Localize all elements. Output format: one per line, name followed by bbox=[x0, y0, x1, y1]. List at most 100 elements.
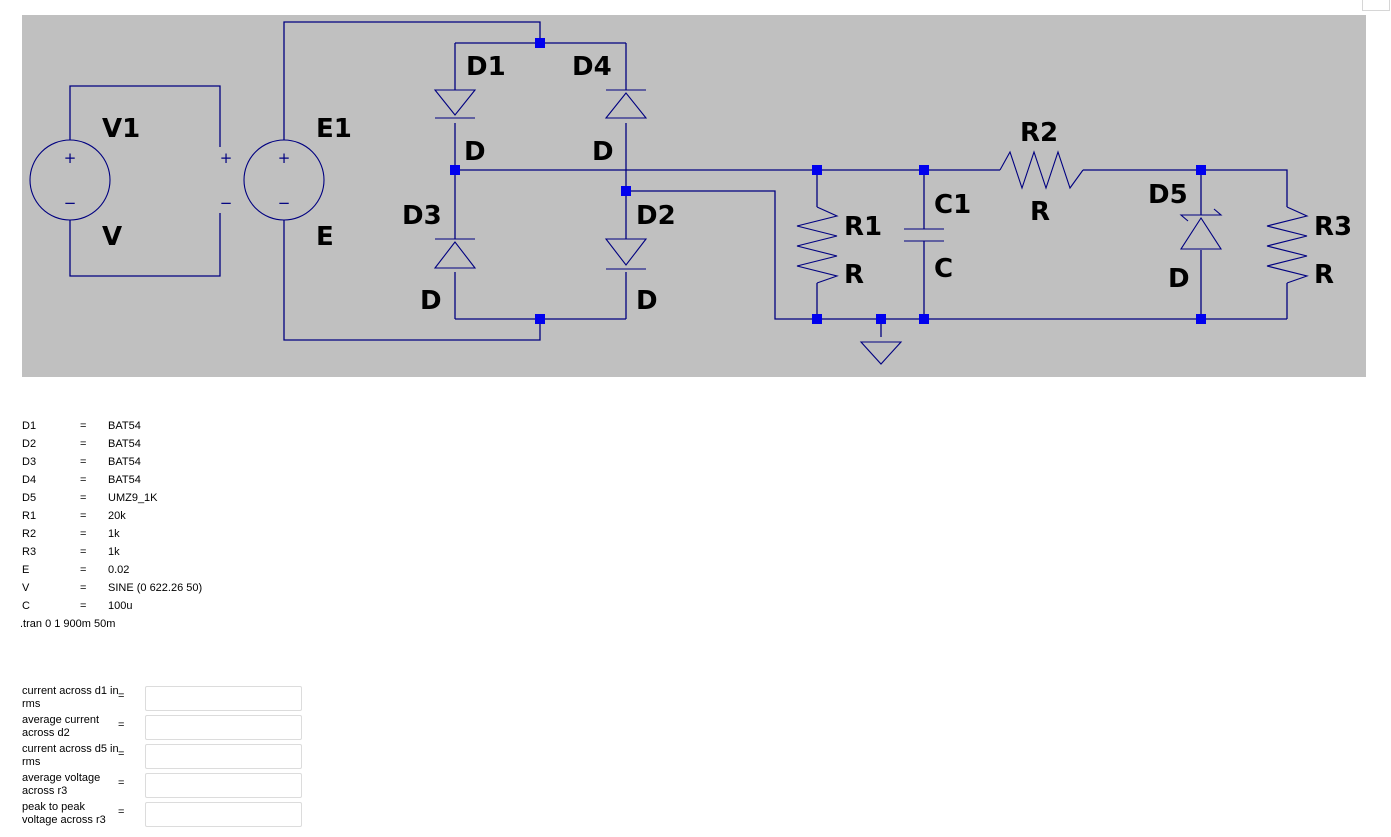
resistor-r2: R2 R bbox=[999, 118, 1084, 227]
capacitor-c1: C1 C bbox=[904, 190, 971, 284]
e1-type-label: E bbox=[316, 222, 334, 252]
question-row: peak to peak voltage across r3 = bbox=[22, 801, 312, 830]
answer-input[interactable] bbox=[145, 744, 302, 769]
parameter-equals: = bbox=[80, 492, 87, 504]
resistor-r3: R3 R bbox=[1266, 206, 1352, 290]
parameter-value: 100u bbox=[108, 600, 133, 612]
parameter-value: 20k bbox=[108, 510, 126, 522]
d1-type-label: D bbox=[464, 137, 486, 167]
question-label: average current across d2 bbox=[22, 714, 100, 739]
d2-label: D2 bbox=[636, 201, 676, 231]
parameter-equals: = bbox=[80, 600, 87, 612]
parameter-name: D4 bbox=[22, 474, 37, 486]
parameter-row: C = 100u bbox=[22, 597, 132, 615]
parameter-row: R2 = 1k bbox=[22, 525, 120, 543]
parameter-row: D3=BAT54 bbox=[22, 453, 141, 471]
c1-label: C1 bbox=[934, 190, 971, 220]
question-equals: = bbox=[118, 690, 125, 702]
v1-type-label: V bbox=[102, 222, 122, 252]
e1-ctrl-plus-sign: + bbox=[220, 149, 233, 167]
parameter-value: 1k bbox=[108, 546, 120, 558]
r2-label: R2 bbox=[1020, 118, 1058, 148]
parameter-equals: = bbox=[80, 438, 87, 450]
d1-label: D1 bbox=[466, 52, 506, 82]
schematic-background bbox=[22, 15, 1366, 377]
diode-d3: D3 D bbox=[402, 201, 477, 316]
parameter-row: D4 = BAT54 bbox=[22, 471, 141, 489]
v1-minus-sign: − bbox=[64, 194, 77, 212]
diode-d2: D2 D bbox=[604, 201, 676, 316]
question-label: average voltage across r3 bbox=[22, 772, 101, 797]
parameter-name: D5 bbox=[22, 492, 37, 504]
parameter-row: R1=20k bbox=[22, 507, 126, 525]
diode-d1: D1 D bbox=[433, 52, 506, 167]
window-corner-tab bbox=[1362, 0, 1390, 11]
d4-type-label: D bbox=[592, 137, 614, 167]
parameter-name: R1 bbox=[22, 510, 37, 522]
v1-label: V1 bbox=[102, 114, 140, 144]
parameter-row: D1=BAT54 bbox=[22, 417, 141, 435]
parameter-name: D2 bbox=[22, 438, 37, 450]
question-label: peak to peak voltage across r3 bbox=[22, 801, 106, 826]
e1-label: E1 bbox=[316, 114, 352, 144]
question-row: average current across d2 = bbox=[22, 714, 312, 743]
parameter-value: BAT54 bbox=[108, 420, 141, 432]
d3-label: D3 bbox=[402, 201, 442, 231]
parameter-equals: = bbox=[80, 564, 87, 576]
parameter-value: UMZ9_1K bbox=[108, 492, 158, 504]
d4-label: D4 bbox=[572, 52, 612, 82]
answer-input[interactable] bbox=[145, 715, 302, 740]
parameter-name: C bbox=[22, 600, 30, 612]
question-equals: = bbox=[118, 748, 125, 760]
r3-label: R3 bbox=[1314, 212, 1352, 242]
parameter-value: BAT54 bbox=[108, 438, 141, 450]
e1-ctrl-minus-sign: − bbox=[220, 194, 233, 212]
question-row: current across d1 in rms= bbox=[22, 685, 312, 714]
parameter-equals: = bbox=[80, 582, 87, 594]
parameter-equals: = bbox=[80, 474, 87, 486]
parameter-equals: = bbox=[80, 546, 87, 558]
question-label: current across d1 in rms bbox=[22, 685, 119, 710]
v1-source: + − V1 V bbox=[29, 114, 140, 252]
parameter-row: D5 = UMZ9_1K bbox=[22, 489, 158, 507]
resistor-r1: R1 R bbox=[796, 206, 882, 290]
e1-minus-sign: − bbox=[278, 194, 291, 212]
junction-nodes bbox=[450, 38, 1206, 324]
diode-d4: D4 D bbox=[572, 52, 648, 167]
e1-plus-sign: + bbox=[278, 149, 291, 167]
parameter-value: 0.02 bbox=[108, 564, 130, 576]
r2-type-label: R bbox=[1030, 197, 1050, 227]
parameter-row: E = 0.02 bbox=[22, 561, 129, 579]
question-equals: = bbox=[118, 806, 125, 818]
c1-type-label: C bbox=[934, 254, 953, 284]
parameter-value: SINE (0 622.26 50) bbox=[108, 582, 203, 594]
r1-label: R1 bbox=[844, 212, 882, 242]
parameter-name: R2 bbox=[22, 528, 37, 540]
d2-type-label: D bbox=[636, 286, 658, 316]
parameter-row: V = SINE (0 622.26 50) bbox=[22, 579, 202, 597]
parameter-name: R3 bbox=[22, 546, 37, 558]
parameter-name: V bbox=[22, 582, 30, 594]
r3-type-label: R bbox=[1314, 260, 1334, 290]
diode-d5: D5 D bbox=[1148, 180, 1223, 294]
d5-label: D5 bbox=[1148, 180, 1188, 210]
parameter-equals: = bbox=[80, 528, 87, 540]
parameter-name: D3 bbox=[22, 456, 37, 468]
parameter-row: D2 = BAT54 bbox=[22, 435, 141, 453]
answer-input[interactable] bbox=[145, 802, 302, 827]
d5-type-label: D bbox=[1168, 264, 1190, 294]
answer-input[interactable] bbox=[145, 686, 302, 711]
parameter-value: BAT54 bbox=[108, 474, 141, 486]
question-equals: = bbox=[118, 719, 125, 731]
v1-plus-sign: + bbox=[64, 149, 77, 167]
answer-input[interactable] bbox=[145, 773, 302, 798]
circuit-schematic: + − V1 V + − + − E1 E bbox=[22, 15, 1366, 377]
parameter-row: R3 = 1k bbox=[22, 543, 120, 561]
parameter-name: E bbox=[22, 564, 30, 576]
question-row: current across d5 in rms= bbox=[22, 743, 312, 772]
parameter-value: 1k bbox=[108, 528, 120, 540]
question-label: current across d5 in rms bbox=[22, 743, 119, 768]
r1-type-label: R bbox=[844, 260, 864, 290]
question-equals: = bbox=[118, 777, 125, 789]
